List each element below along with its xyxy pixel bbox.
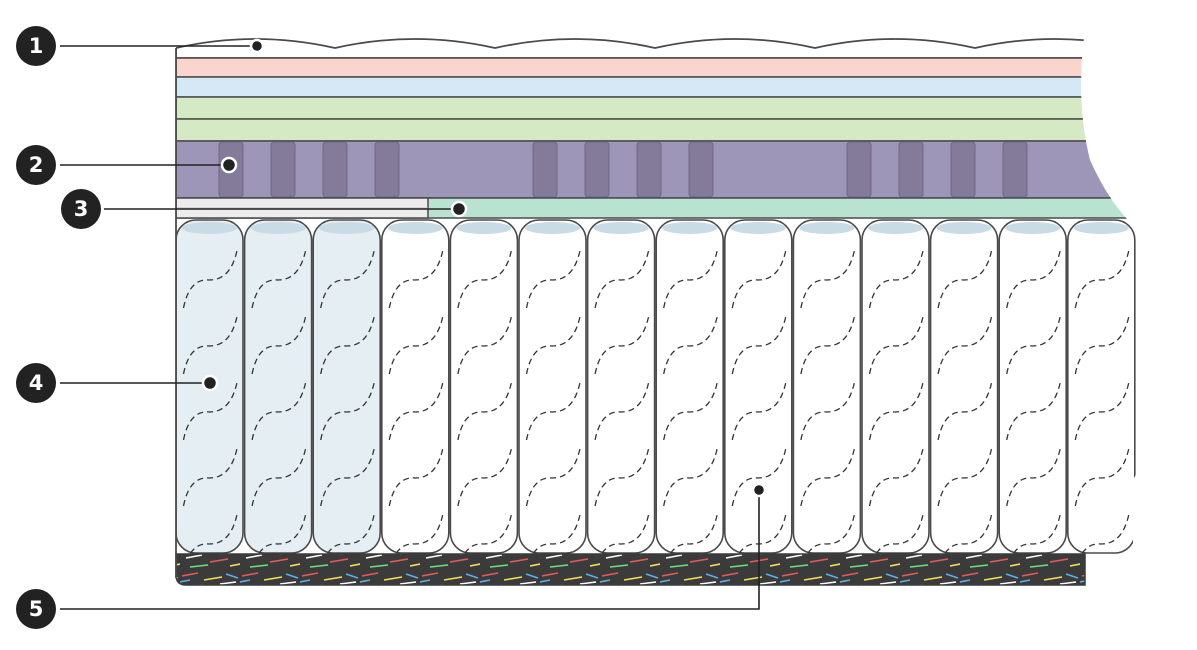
callout-badge-4: 4 (16, 363, 56, 403)
pocket-coil (380, 219, 450, 573)
purple-zone-block (846, 141, 872, 198)
callout-label-1: 1 (29, 34, 44, 58)
pocket-coil (655, 219, 725, 573)
purple-zone-block (636, 141, 662, 198)
callout-badge-2: 2 (16, 145, 56, 185)
callout-label-3: 3 (74, 197, 89, 221)
edge-support-coil (312, 219, 382, 573)
purple-zone-block (950, 141, 976, 198)
base-felt-layer (175, 553, 1086, 586)
blue-foam-layer (176, 76, 1137, 98)
edge-support-coil (176, 219, 244, 573)
callout-badge-5: 5 (16, 589, 56, 629)
purple-zone-block (688, 141, 714, 198)
pink-foam-layer (176, 57, 1137, 78)
pocket-coil (861, 219, 930, 573)
callout-label-2: 2 (29, 153, 44, 177)
callout-badge-3: 3 (61, 189, 101, 229)
pocket-coil (929, 219, 999, 573)
purple-zone-block (532, 141, 558, 198)
callout-label-4: 4 (29, 371, 44, 395)
pocket-coil (1067, 219, 1136, 573)
pocket-coil (998, 219, 1068, 573)
pocket-coil-row (176, 219, 1136, 573)
pocket-coil (449, 219, 519, 573)
purple-zone-block (374, 141, 400, 198)
purple-zone-block (322, 141, 348, 198)
purple-zone-block (898, 141, 924, 198)
purple-zone-block (1002, 141, 1028, 198)
callout-label-5: 5 (29, 597, 44, 621)
purple-zoned-blocks (218, 141, 1028, 198)
purple-zone-block (584, 141, 610, 198)
callout-badge-1: 1 (16, 26, 56, 66)
purple-zone-block (270, 141, 296, 198)
cover-layer (176, 38, 1136, 59)
green-foam-layer-bottom (176, 118, 1137, 142)
pocket-coil (792, 219, 862, 573)
green-foam-layer-top (176, 96, 1137, 120)
callout-dots (201, 38, 767, 498)
pocket-coil (518, 219, 587, 573)
callout-leaders (60, 45, 760, 610)
pocket-coil (586, 219, 656, 573)
edge-support-coil (243, 219, 313, 573)
